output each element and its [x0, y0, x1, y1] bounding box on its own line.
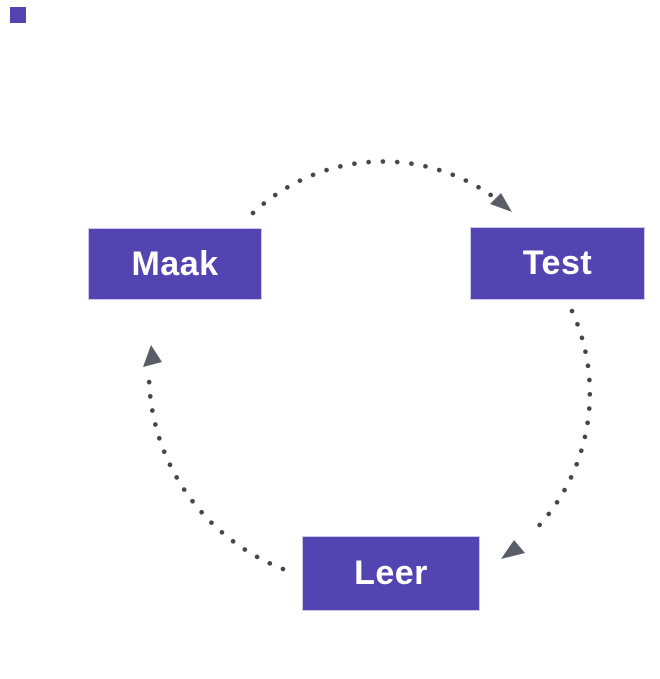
- node-maak: Maak: [88, 228, 262, 300]
- node-leer-label: Leer: [354, 554, 428, 592]
- node-test-label: Test: [522, 244, 593, 282]
- arrowhead-to-maak-icon: [143, 345, 162, 367]
- dotted-arc-leer-to-maak: [146, 369, 286, 572]
- dotted-arc-maak-to-test: [250, 159, 498, 216]
- corner-decoration-square: [10, 7, 26, 23]
- arrowhead-to-leer-icon: [501, 540, 525, 559]
- node-leer: Leer: [302, 536, 480, 611]
- dotted-arc-test-to-leer: [527, 308, 593, 538]
- node-test: Test: [470, 227, 645, 300]
- arrowhead-to-test-icon: [490, 193, 512, 212]
- node-maak-label: Maak: [131, 244, 219, 283]
